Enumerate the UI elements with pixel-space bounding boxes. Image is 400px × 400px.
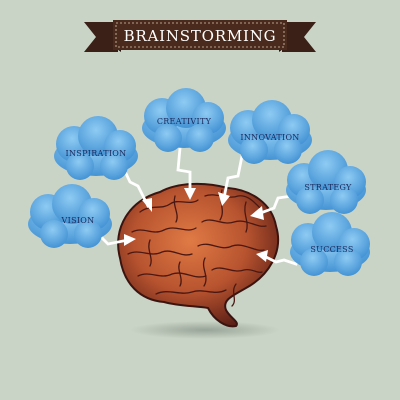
arrow-inspiration (120, 163, 152, 212)
cloud-creativity: CREATIVITY (142, 88, 226, 152)
cloud-label-success: SUCCESS (310, 245, 353, 254)
brain-outline (117, 182, 280, 328)
cloud-vision: VISION (28, 184, 112, 248)
cloud-success: SUCCESS (290, 212, 370, 276)
arrow-creativity (176, 146, 196, 200)
banner-right-tail (282, 22, 316, 52)
cloud-innovation: INNOVATION (228, 100, 312, 164)
arrow-innovation (218, 154, 244, 206)
brain-folds (127, 189, 267, 307)
cloud-label-strategy: STRATEGY (304, 183, 352, 192)
brain-shadow (130, 321, 280, 339)
banner-title: BRAINSTORMING (124, 27, 277, 45)
cloud-label-innovation: INNOVATION (240, 133, 299, 142)
cloud-label-creativity: CREATIVITY (157, 117, 212, 126)
cloud-label-inspiration: INSPIRATION (66, 149, 127, 158)
banner-body (113, 20, 287, 50)
cloud-inspiration: INSPIRATION (54, 116, 138, 180)
arrow-success (256, 250, 298, 266)
arrows (84, 146, 298, 266)
cloud-label-vision: VISION (61, 216, 95, 225)
cloud-strategy: STRATEGY (286, 150, 366, 214)
arrow-strategy (250, 194, 294, 220)
brain-illustration (117, 182, 280, 328)
title-banner: BRAINSTORMING (84, 20, 316, 52)
banner-left-tail (84, 22, 118, 52)
